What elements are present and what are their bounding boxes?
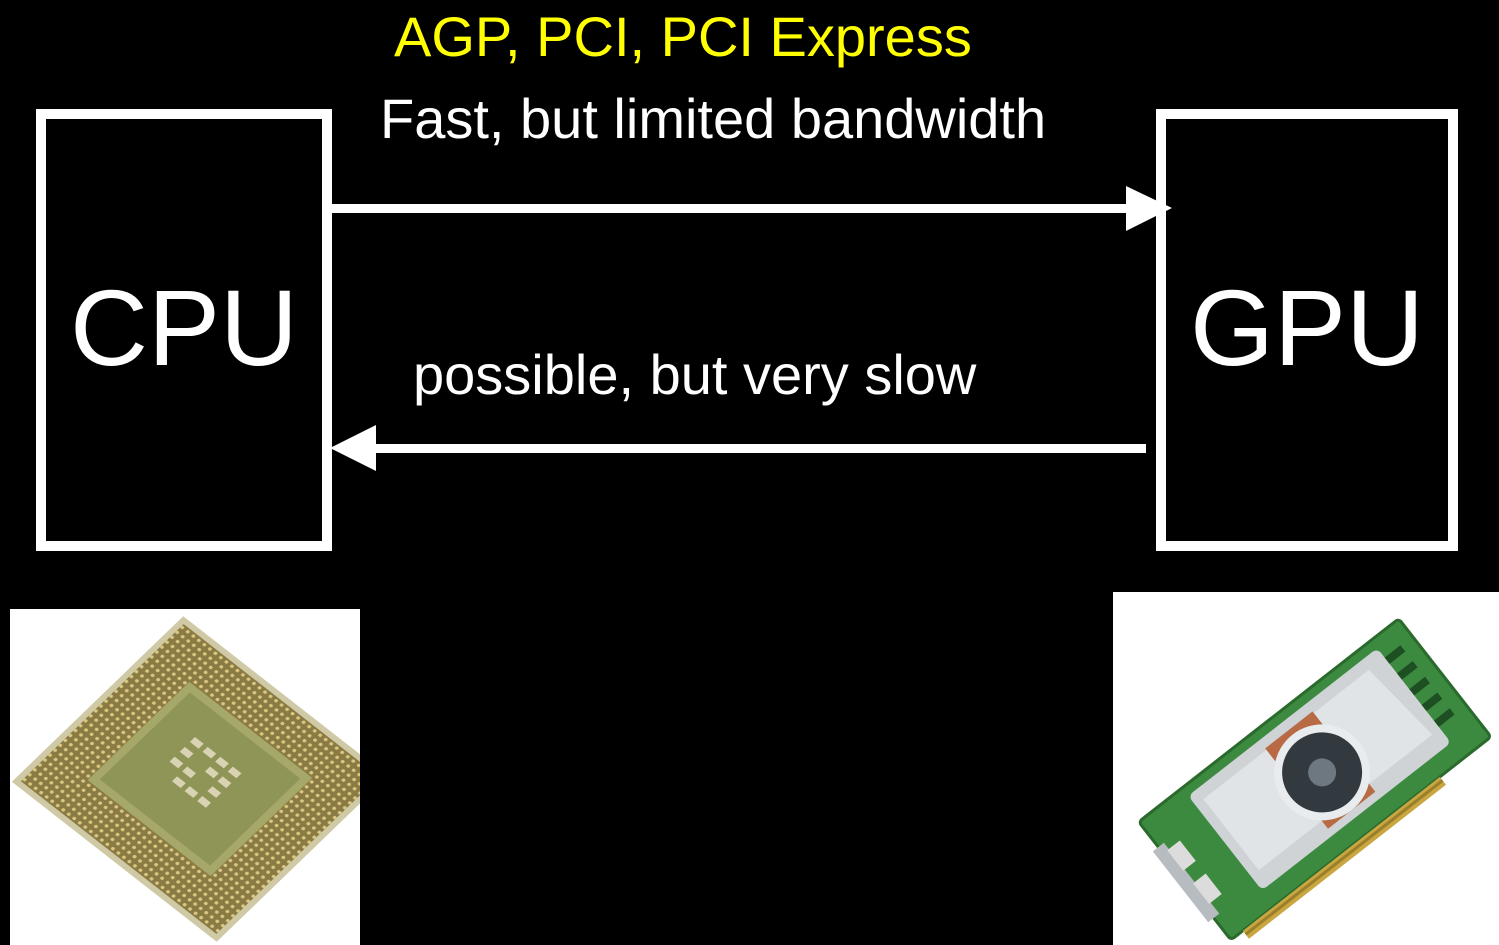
slide-title: AGP, PCI, PCI Express <box>394 5 972 68</box>
cpu-label: CPU <box>69 266 299 388</box>
gpu-label: GPU <box>1189 266 1425 388</box>
cpu-chip-icon <box>10 609 360 945</box>
cpu-box: CPU <box>36 109 332 551</box>
top-arrow-label: Fast, but limited bandwidth <box>380 87 1047 150</box>
graphics-card-icon <box>1113 592 1499 945</box>
cpu-to-gpu-arrow <box>330 186 1172 231</box>
bottom-arrow-label: possible, but very slow <box>413 343 977 406</box>
gpu-box: GPU <box>1156 109 1458 551</box>
gpu-to-cpu-arrow <box>330 425 1146 471</box>
